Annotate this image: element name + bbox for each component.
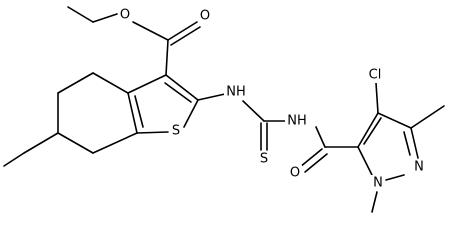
atom-nh-thioamide: NH	[224, 84, 248, 100]
bond	[167, 21, 198, 41]
atom-nh-thioamide-label: NH	[226, 85, 246, 100]
bond	[357, 146, 373, 176]
bond	[92, 132, 138, 154]
bond	[92, 72, 129, 94]
bond	[385, 174, 405, 181]
bond	[410, 105, 445, 129]
bond	[164, 82, 192, 103]
atom-s-thiocarbonyl: S	[257, 151, 271, 167]
atom-s-thiophene: S	[169, 123, 183, 139]
atom-o-carbonyl-label: O	[200, 9, 210, 24]
bond	[315, 126, 326, 148]
bond	[371, 191, 378, 213]
bond	[242, 100, 265, 122]
bond	[357, 112, 379, 148]
bond	[136, 131, 169, 134]
bond	[410, 127, 419, 159]
atom-s-thiophene-label: S	[172, 124, 180, 139]
atom-cl-label: Cl	[369, 68, 382, 83]
atom-nh-amide: NH	[285, 113, 309, 129]
bond	[363, 117, 382, 145]
bond	[132, 21, 169, 41]
atom-cl: Cl	[364, 67, 386, 83]
bond	[197, 93, 226, 101]
bond	[183, 99, 199, 128]
atom-n-pyrazole-2-label: N	[414, 160, 424, 175]
atom-o-carbonyl: O	[198, 8, 212, 24]
bond	[57, 132, 94, 154]
bond	[299, 148, 323, 168]
bond	[67, 6, 94, 23]
bond	[134, 95, 144, 128]
atom-n-pyrazole-1-label: N	[373, 176, 383, 191]
bond	[165, 74, 199, 101]
atom-labels: O O S NH NH S	[118, 7, 426, 191]
bond	[170, 26, 201, 46]
atom-n-pyrazole-2: N	[412, 159, 426, 175]
bond	[127, 92, 138, 134]
bond	[23, 132, 59, 154]
bond	[57, 72, 94, 94]
atom-o-amide-label: O	[290, 166, 300, 181]
atom-n-pyrazole-1: N	[371, 175, 385, 191]
atom-o-ester-label: O	[120, 8, 130, 23]
bond	[375, 82, 379, 114]
bond	[3, 152, 25, 167]
bond	[165, 39, 169, 76]
bond	[403, 131, 411, 156]
bond	[304, 153, 328, 173]
atom-s-thiocarbonyl-label: S	[260, 152, 268, 167]
bond	[92, 13, 118, 23]
bonds	[3, 6, 445, 213]
atom-nh-amide-label: NH	[287, 114, 307, 129]
structure-canvas: O O S NH NH S	[3, 6, 445, 213]
bond	[377, 112, 412, 129]
atom-o-ester: O	[118, 7, 132, 23]
molecule-structure: O O S NH NH S	[3, 6, 445, 213]
atom-o-amide: O	[288, 165, 302, 181]
bond	[127, 74, 167, 94]
